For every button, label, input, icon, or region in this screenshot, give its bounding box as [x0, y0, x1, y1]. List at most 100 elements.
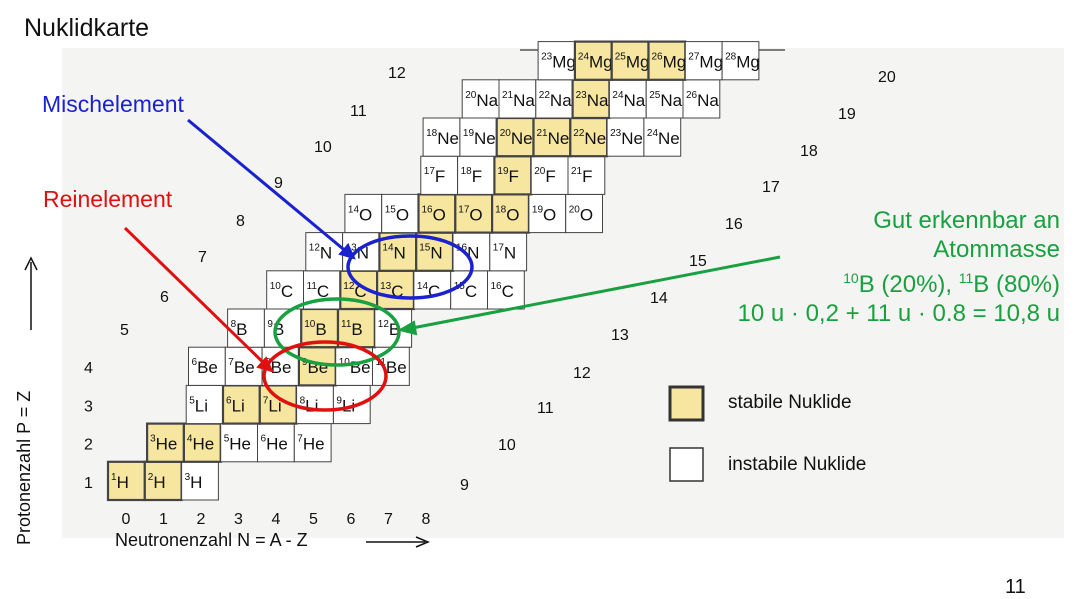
nuclide-cell-box [143, 460, 183, 502]
mass-number: 2 [148, 472, 154, 483]
nuclide-cell: 21F [567, 155, 606, 195]
nuclide-cell: 8B [227, 308, 265, 348]
nuclide-label: 20F [534, 166, 556, 186]
nuclide-label: 7Li [263, 395, 282, 415]
red-arrow [123, 226, 274, 373]
element-symbol: B [236, 320, 247, 339]
nuclide-cell: 18F [457, 155, 495, 195]
mass-number: 18 [461, 166, 473, 177]
legend-stable-swatch [668, 385, 705, 422]
element-symbol: Mg [699, 53, 723, 72]
element-symbol: Ne [511, 129, 533, 148]
element-symbol: Na [587, 91, 609, 110]
nuclide-cell-box [181, 461, 219, 501]
mass-diagonal-label: 7 [198, 249, 207, 266]
nuclide-label: 25Mg [615, 52, 650, 72]
nuclide-label: 28Mg [725, 52, 760, 72]
nuclide-cell: 9Li [332, 384, 371, 425]
mass-number: 23 [576, 90, 588, 101]
nuclide-cell-box [565, 193, 604, 234]
element-symbol: H [117, 473, 129, 492]
element-symbol: B [389, 320, 400, 339]
mass-number: 7 [263, 395, 269, 406]
element-symbol: Ne [548, 129, 570, 148]
nuclide-cell: 14O [344, 193, 383, 234]
mass-number: 20 [465, 90, 477, 101]
mass-diagonal-label: 6 [160, 289, 169, 306]
nuclide-label: 12B [378, 319, 400, 339]
nuclide-label: 8B [231, 319, 248, 339]
slide-title: Nuklidkarte [24, 14, 150, 42]
element-symbol: O [543, 205, 556, 224]
x-tick-label: 1 [159, 511, 168, 528]
element-symbol: Ne [658, 129, 680, 148]
nuclide-label: 17F [424, 166, 446, 186]
mass-number: 24 [578, 52, 590, 63]
mass-number: 14 [348, 204, 360, 215]
mass-number: 16 [422, 204, 434, 215]
nuclide-cell-box [106, 460, 146, 502]
mass-number: 3 [185, 472, 191, 483]
x-tick-label: 2 [197, 511, 206, 528]
mass-number: 3 [150, 434, 156, 445]
mass-number: 26 [686, 90, 698, 101]
mass-number: 13 [380, 281, 392, 292]
element-symbol: Na [624, 91, 646, 110]
nuclide-label: 7Be [228, 357, 254, 377]
iso2-mass: 11 [958, 270, 974, 286]
nuclide-cell: 9B [263, 308, 302, 348]
nuclide-cell-box [459, 117, 498, 157]
nuclide-cell-box [608, 79, 647, 119]
nuclide-label: 15O [385, 204, 409, 224]
element-symbol: C [502, 282, 514, 301]
nuclide-cell-box [567, 155, 606, 195]
nuclide-label: 10C [270, 281, 293, 301]
nuclide-cell: 1H [106, 460, 146, 502]
nuclide-cell-box [573, 40, 613, 81]
nuclide-label: 5Li [189, 395, 208, 415]
nuclide-cell: 12N [305, 232, 344, 272]
nuclide-label: 10B [304, 319, 326, 339]
nuclide-label: 7He [297, 434, 324, 454]
element-symbol: Mg [736, 53, 760, 72]
element-symbol: Be [197, 358, 218, 377]
element-symbol: Li [232, 396, 245, 415]
nuclide-cell-box [413, 270, 452, 310]
element-symbol: Ne [437, 129, 459, 148]
nuclide-label: 24Ne [647, 128, 680, 148]
mass-number: 17 [424, 166, 436, 177]
iso2-rest: B (80%) [973, 271, 1060, 298]
element-symbol: Li [305, 396, 318, 415]
mass-number: 9 [267, 319, 273, 330]
nuclide-label: 22Na [539, 90, 572, 110]
nuclide-cell: 14C [413, 270, 452, 310]
element-symbol: N [320, 244, 332, 263]
nuclide-label: 16C [491, 281, 514, 301]
nuclide-label: 24Na [612, 90, 645, 110]
nuclide-label: 9B [267, 319, 284, 339]
mass-number: 28 [725, 52, 737, 63]
mass-diagonal-label: 14 [650, 290, 668, 307]
nuclide-cell: 5Li [185, 384, 224, 425]
mass-diagonal-label: 13 [611, 327, 629, 344]
element-symbol: F [582, 167, 592, 186]
nuclide-label: 18F [461, 166, 483, 186]
nuclide-label: 21Na [502, 90, 535, 110]
element-symbol: O [396, 205, 409, 224]
green-ellipse-boron [273, 297, 401, 367]
nuclide-label: 19F [497, 166, 519, 186]
element-symbol: Mg [626, 53, 650, 72]
nuclide-label: 3He [150, 434, 177, 454]
mass-number: 23 [541, 52, 553, 63]
mass-number: 14 [382, 243, 394, 254]
element-symbol: Li [195, 396, 208, 415]
mass-diagonal-label: 12 [388, 65, 406, 82]
nuclide-cell: 6Li [221, 384, 261, 425]
mass-number: 11 [307, 281, 318, 292]
atomic-mass-annotation: Gut erkennbar an Atommasse 10B (20%), 11… [738, 206, 1060, 328]
mass-number: 20 [500, 128, 512, 139]
nuclide-cell: 2H [143, 460, 183, 502]
mass-number: 19 [497, 166, 509, 177]
